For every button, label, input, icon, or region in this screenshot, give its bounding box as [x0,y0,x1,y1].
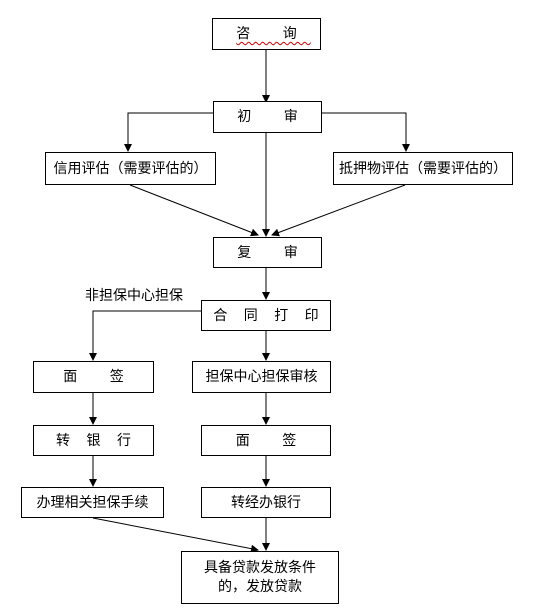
node-re-review-label: 复 审 [237,244,312,261]
node-guarantee-procedures: 办理相关担保手续 [21,487,164,518]
arrow-collateral-to-rereview [271,184,406,237]
node-collateral-eval: 抵押物评估（需要评估的） [333,152,513,185]
node-loan-release: 具备贷款发放条件的，发放贷款 [181,551,339,604]
arrow-contract-to-interview-left [89,310,201,361]
node-transfer-bank-left: 转 银 行 [33,425,154,456]
arrow-initial-to-collateral [322,112,410,152]
node-contract-print: 合 同 打 印 [201,300,331,331]
node-guarantee-review-label: 担保中心担保审核 [205,369,318,385]
node-loan-release-label: 具备贷款发放条件的，发放贷款 [204,559,316,595]
node-credit-eval: 信用评估（需要评估的） [45,152,216,185]
node-initial-review-label: 初 审 [237,109,312,125]
node-consult: 咨 询 [212,18,321,50]
node-collateral-eval-label: 抵押物评估（需要评估的） [339,160,507,177]
node-guarantee-procedures-label: 办理相关担保手续 [36,494,149,511]
node-transfer-bank-right: 转经办银行 [201,487,331,518]
node-interview-right-label: 面 签 [235,432,311,449]
label-non-center-guarantee: 非担保中心担保 [85,288,183,304]
node-consult-label: 咨 询 [236,26,311,42]
arrow-credit-to-rereview [129,184,259,237]
node-transfer-bank-right-label: 转经办银行 [231,494,301,511]
node-initial-review: 初 审 [213,101,322,133]
arrow-procedures-to-release [92,517,259,553]
node-transfer-bank-left-label: 转 银 行 [56,432,137,449]
node-interview-right: 面 签 [201,425,331,456]
node-contract-print-label: 合 同 打 印 [213,307,325,324]
node-credit-eval-label: 信用评估（需要评估的） [53,160,208,177]
node-interview-left: 面 签 [33,361,154,393]
node-re-review: 复 审 [213,237,322,268]
arrow-initial-to-credit [124,112,213,152]
node-interview-left-label: 面 签 [63,369,138,385]
node-guarantee-review: 担保中心担保审核 [192,361,331,393]
